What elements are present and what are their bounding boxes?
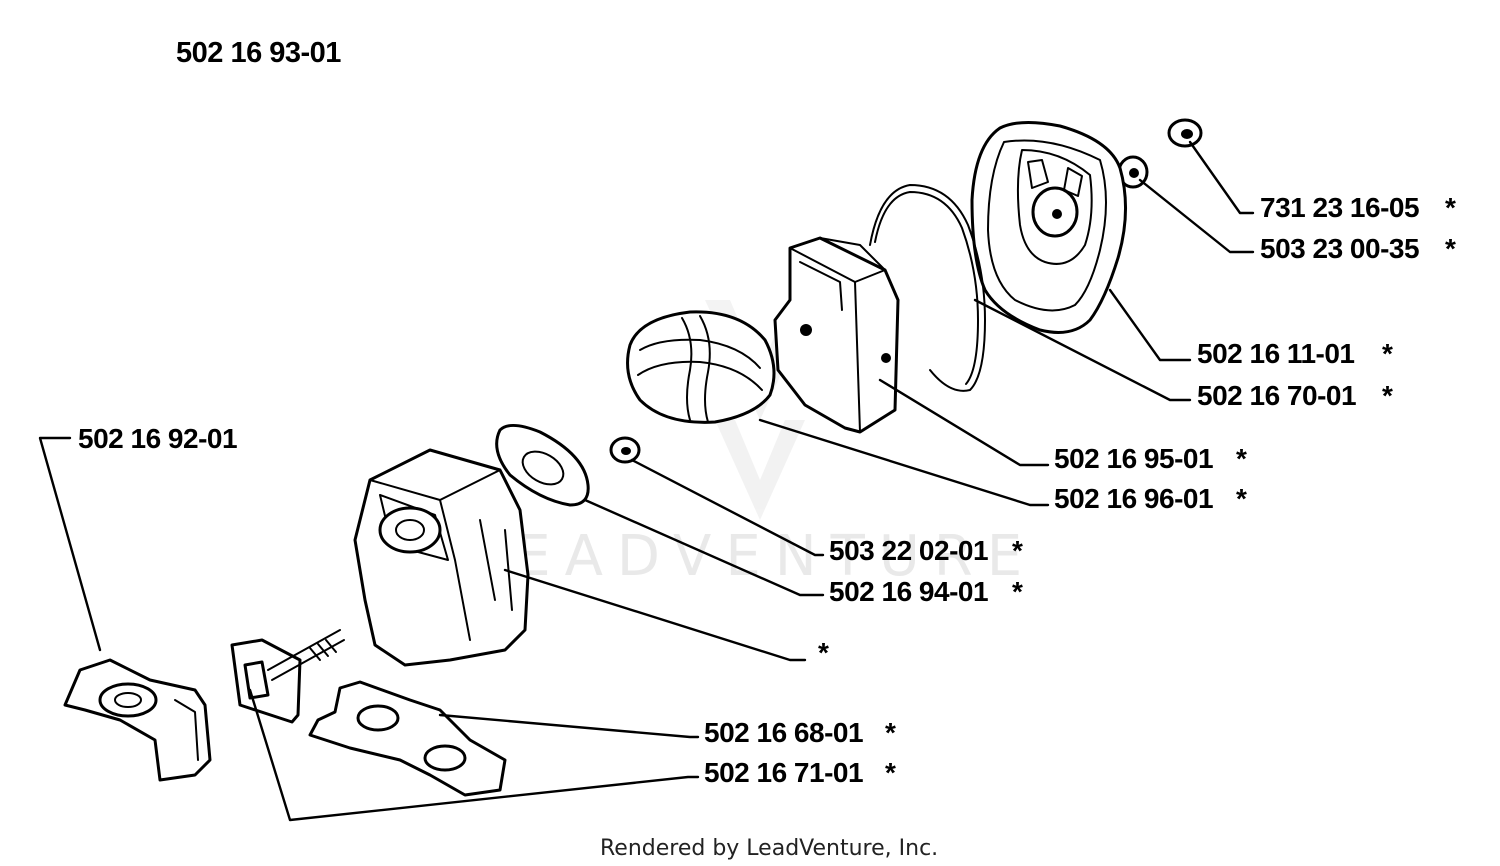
callout-label-washer: 503 23 00-35 — [1260, 233, 1419, 264]
callout-mark-air-filter: * — [1236, 483, 1247, 514]
callout-mark-filter-cover: * — [1382, 338, 1393, 369]
callout-mark-gasket: * — [1012, 576, 1023, 607]
gasket-left-illustration — [63, 658, 212, 782]
callout-label-washer-small: 731 23 16-05 — [1260, 192, 1419, 223]
air-filter-illustration — [626, 310, 776, 424]
callout-mark-washer: * — [1445, 233, 1456, 264]
leader-lines — [38, 140, 1255, 822]
callout-label-air-filter: 502 16 96-01 — [1054, 483, 1213, 514]
callout-label-wire-clip: 502 16 70-01 — [1197, 380, 1356, 411]
callout-mark-filter-holder: * — [1236, 443, 1247, 474]
callout-mark-wire-clip: * — [1382, 380, 1393, 411]
callout-label-bracket: 502 16 71-01 — [704, 757, 863, 788]
callout-label-filter-cover: 502 16 11-01 — [1197, 338, 1355, 369]
plate-illustration — [308, 680, 507, 797]
filter-cover-illustration — [970, 121, 1127, 334]
washer-small-illustration — [1167, 118, 1203, 148]
bracket-illustration — [230, 629, 345, 724]
ring-illustration — [609, 436, 641, 464]
footer-credit: Rendered by LeadVenture, Inc. — [600, 836, 938, 861]
callout-label-gasket-left: 502 16 92-01 — [78, 423, 237, 454]
callout-mark-housing: * — [818, 637, 829, 668]
callout-label-gasket: 502 16 94-01 — [829, 576, 988, 607]
assembly-number: 502 16 93-01 — [176, 37, 341, 69]
watermark: LEADVENTURE — [470, 524, 1036, 589]
filter-holder-illustration — [773, 236, 900, 434]
callout-mark-plate: * — [885, 717, 896, 748]
callout-label-filter-holder: 502 16 95-01 — [1054, 443, 1213, 474]
callout-label-ring: 503 22 02-01 — [829, 535, 988, 566]
callout-label-plate: 502 16 68-01 — [704, 717, 863, 748]
callout-mark-ring: * — [1012, 535, 1023, 566]
callout-mark-bracket: * — [885, 757, 896, 788]
housing-illustration — [353, 448, 530, 667]
callout-mark-washer-small: * — [1445, 192, 1456, 223]
wire-clip-illustration — [869, 184, 986, 392]
